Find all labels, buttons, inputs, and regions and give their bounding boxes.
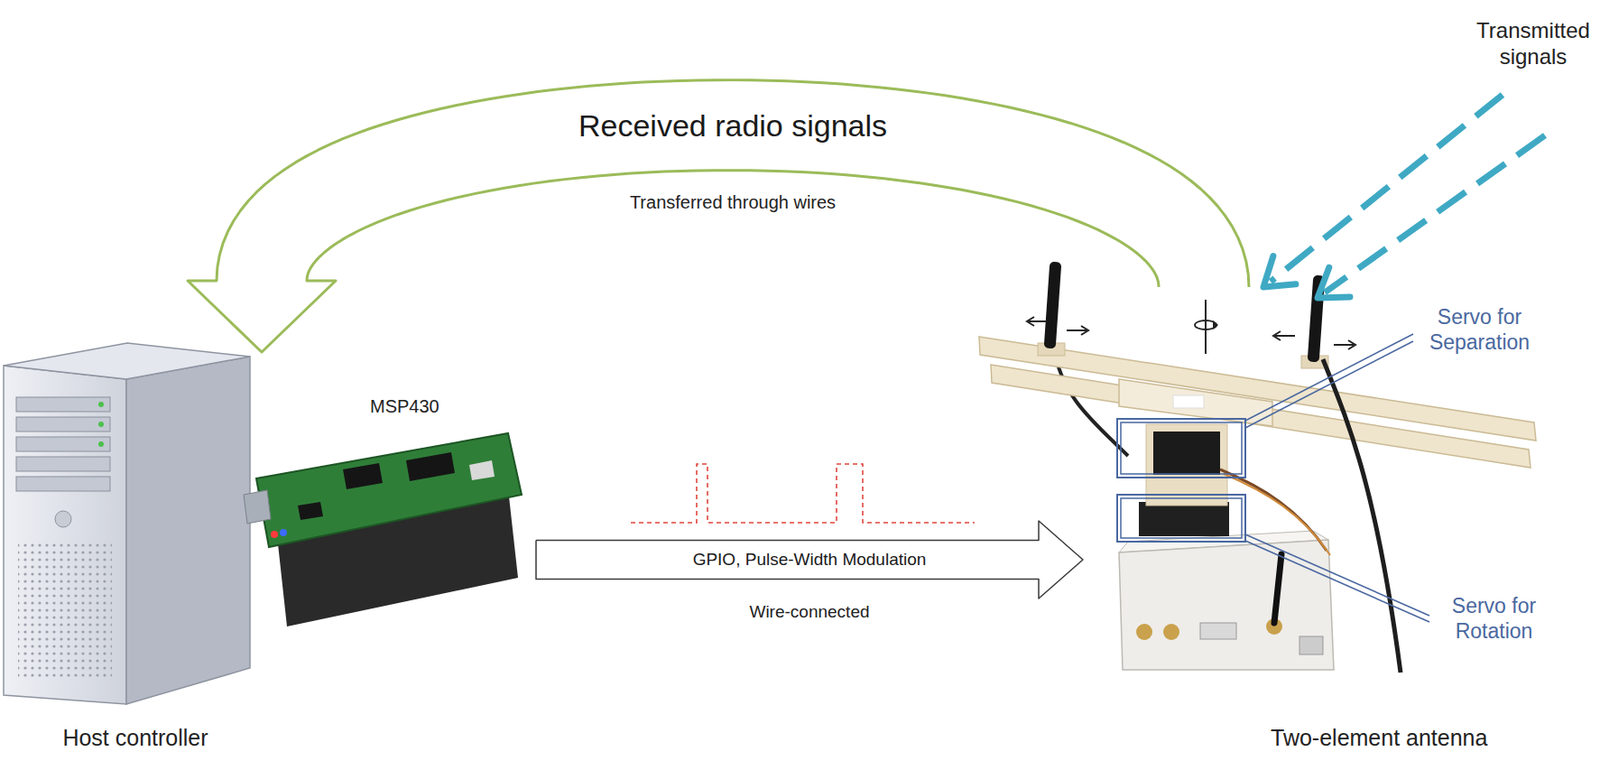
board-led (279, 528, 287, 537)
separation-arrow (1026, 316, 1047, 326)
rotation-arrowhead (1212, 320, 1219, 330)
signal-arrowhead (1263, 256, 1296, 287)
status-led (98, 401, 104, 407)
highlight-frame (1120, 422, 1242, 474)
drive-bay (16, 416, 111, 432)
separation-servo (1153, 431, 1221, 475)
chip (406, 452, 455, 481)
vent-grille (18, 541, 112, 677)
signal-arrowhead (1317, 267, 1351, 298)
signal-label: Transmitted signals (1470, 18, 1597, 71)
board-led (270, 530, 278, 538)
chip (342, 462, 383, 490)
servo-column (1146, 424, 1228, 506)
drive-bay (16, 476, 111, 491)
part-label: Servo for Separation (1418, 305, 1541, 355)
ethernet-port (1299, 636, 1323, 655)
part-label: Servo for Rotation (1433, 593, 1555, 644)
small-antenna (1274, 554, 1282, 623)
rotation-servo (1138, 501, 1230, 537)
highlight-frame (1117, 494, 1246, 542)
pwm-signal (630, 463, 975, 523)
sma-connector (1163, 623, 1180, 640)
highlight-frame (1120, 498, 1242, 538)
drive-bay (16, 456, 111, 472)
sma-connector (1136, 623, 1153, 640)
antenna-cable (1322, 359, 1401, 673)
block-arrow (536, 520, 1083, 599)
signal-ray (1270, 94, 1503, 282)
arrow-label: Received radio signals (574, 106, 891, 144)
card-slot (1200, 622, 1237, 639)
separation-arrow (1066, 325, 1089, 335)
antenna-element (1044, 261, 1063, 350)
hollow-arrow (187, 80, 1249, 352)
server-front (3, 365, 127, 704)
usb-plug (243, 490, 271, 524)
leader-line (1245, 540, 1430, 622)
arrow-label: GPIO, Pulse-Width Modulation (689, 549, 931, 571)
power-button (55, 510, 72, 528)
leader-line (1245, 534, 1430, 616)
status-led (98, 421, 104, 427)
caption: Two-element antenna (1270, 723, 1488, 751)
microcontroller-board: MSP430 (254, 395, 537, 628)
rotation-axis (1204, 299, 1207, 354)
drive-bay (16, 436, 111, 452)
drive-bay (16, 397, 111, 412)
separation-arrow (1333, 340, 1356, 350)
servo-wire (1223, 473, 1331, 555)
antenna-rig: Two-element antenna (1082, 286, 1548, 755)
host-computer: Host controller (0, 351, 271, 755)
caption: MSP430 (369, 395, 440, 417)
slide-rail (990, 364, 1531, 468)
separation-arrow (1273, 331, 1295, 341)
arrow-note: Wire-connected (749, 601, 870, 623)
leader-line (1245, 341, 1414, 428)
chip (297, 501, 324, 520)
server-top (3, 342, 250, 380)
server-side (126, 356, 250, 704)
arrow-note: Transferred through wires (629, 191, 836, 213)
highlight-frame (1117, 418, 1246, 478)
caption: Host controller (62, 723, 208, 751)
status-led (98, 441, 104, 447)
crystal (469, 460, 495, 481)
circuit-board (256, 433, 522, 547)
signal-ray (1324, 135, 1545, 293)
leader-line (1245, 333, 1414, 421)
sticker (1173, 395, 1204, 408)
